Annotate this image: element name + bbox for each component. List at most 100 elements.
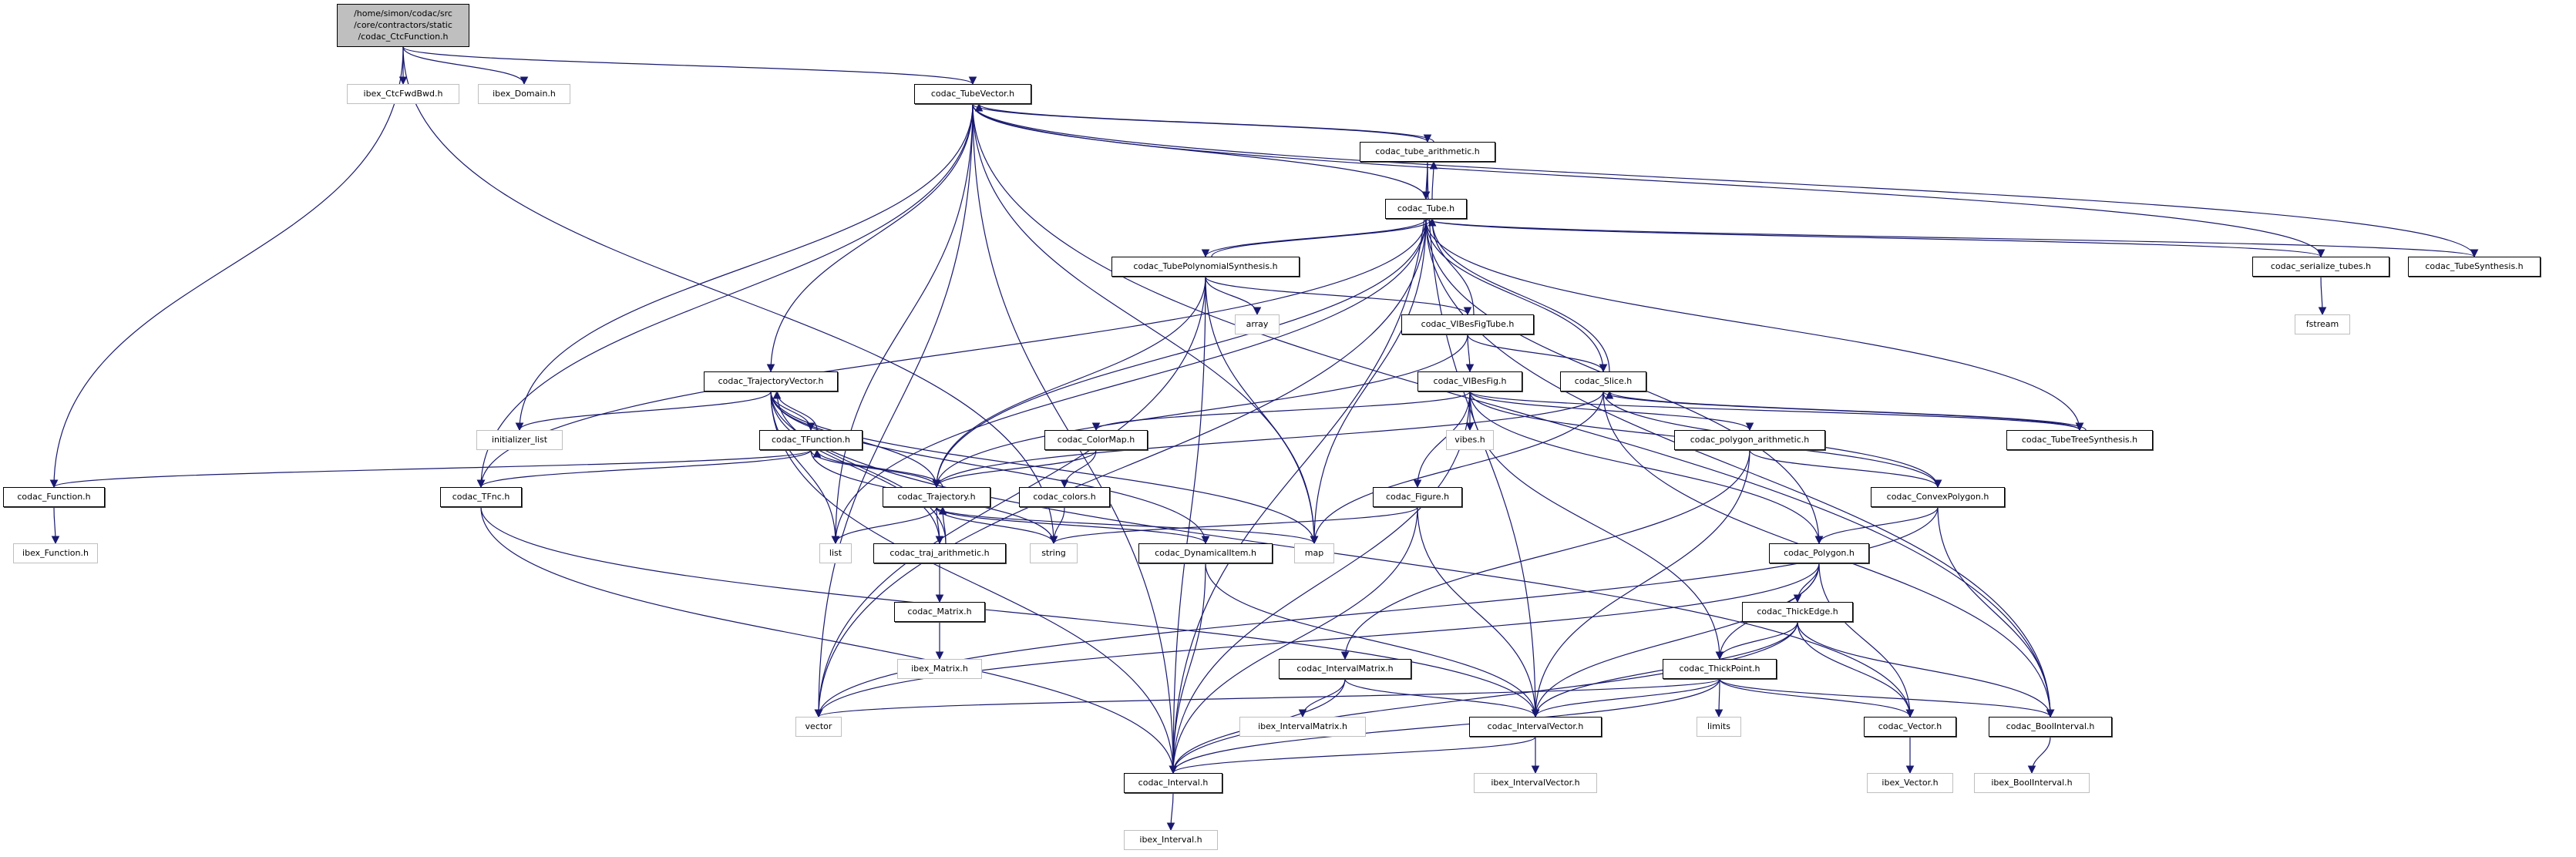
file-node-vibes: vibes.h: [1446, 430, 1494, 450]
include-edge-vibesfig-to-interval: [1169, 391, 1471, 775]
include-edge-trajectory-to-string: [936, 506, 1058, 545]
root-file-node: /home/simon/codac/src /core/contractors/…: [337, 4, 469, 47]
include-edge-tubevector-to-vector: [814, 103, 974, 718]
file-node-vibesfigtube[interactable]: codac_VIBesFigTube.h: [1401, 314, 1534, 334]
include-edge-tfunction-to-tfnc: [476, 449, 812, 489]
include-edge-dynamicalitem-to-intervalvector: [1205, 563, 1540, 718]
file-node-tubepolynomialsynthesis[interactable]: codac_TubePolynomialSynthesis.h: [1111, 257, 1300, 277]
file-node-ibex-intervalmatrix: ibex_IntervalMatrix.h: [1239, 717, 1366, 737]
include-edge-tube-to-list: [831, 218, 1427, 545]
file-node-string: string: [1030, 543, 1078, 563]
include-edge-tubevector-to-tubesynthesis: [972, 103, 2479, 258]
include-edge-tfunction-to-function: [50, 449, 812, 489]
file-node-polygon-arithmetic[interactable]: codac_polygon_arithmetic.h: [1674, 430, 1825, 450]
file-node-ibex-vector: ibex_Vector.h: [1867, 773, 1953, 793]
include-edge-tubetreesynthesis-to-slice: [1605, 390, 2087, 431]
include-edge-figure-to-intervalvector: [1417, 506, 1540, 718]
file-node-ibex-matrix: ibex_Matrix.h: [897, 659, 982, 679]
file-node-ibex-ctcfwdbwd: ibex_CtcFwdBwd.h: [347, 84, 459, 104]
file-node-intervalmatrix[interactable]: codac_IntervalMatrix.h: [1279, 659, 1411, 679]
include-edge-trajectoryvector-to-traj_arithmetic: [770, 391, 944, 545]
include-edge-colormap-to-colors: [1060, 449, 1097, 489]
file-node-fstream: fstream: [2295, 314, 2350, 334]
include-edge-trajectory-to-map: [936, 506, 1319, 545]
file-node-boolinterval[interactable]: codac_BoolInterval.h: [1989, 717, 2112, 737]
include-edge-tubevector-to-trajectoryvector: [766, 103, 974, 373]
include-edge-vibesfig-to-tubetreesynthesis: [1469, 391, 2084, 432]
include-edge-trajectoryvector-to-initializer_list: [515, 391, 772, 432]
file-node-ibex-interval: ibex_Interval.h: [1124, 830, 1218, 850]
include-edge-polygon_arithmetic-to-intervalmatrix: [1340, 449, 1750, 660]
include-edge-tube-to-map: [1310, 218, 1427, 545]
file-node-traj-arithmetic[interactable]: codac_traj_arithmetic.h: [873, 543, 1006, 563]
file-node-list: list: [819, 543, 852, 563]
file-node-tube-arithmetic[interactable]: codac_tube_arithmetic.h: [1360, 142, 1495, 162]
file-node-ibex-intervalvector: ibex_IntervalVector.h: [1474, 773, 1597, 793]
file-node-map: map: [1294, 543, 1334, 563]
include-edge-thickpoint-to-vector: [815, 678, 1720, 718]
include-edge-interval-to-ibex_interval: [1166, 792, 1175, 832]
include-edge-tube-to-tubesynthesis: [1425, 218, 2478, 258]
file-node-slice[interactable]: codac_Slice.h: [1560, 371, 1646, 392]
include-edge-polygon_arithmetic-to-intervalvector: [1531, 449, 1750, 718]
include-edge-boolinterval-to-ibex_boolinterval: [2027, 736, 2051, 775]
include-edge-tubepolynomialsynthesis-to-vector: [814, 276, 1206, 718]
file-node-thickedge[interactable]: codac_ThickEdge.h: [1742, 602, 1853, 622]
file-node-tubetreesynthesis[interactable]: codac_TubeTreeSynthesis.h: [2006, 430, 2153, 450]
file-node-polygon[interactable]: codac_Polygon.h: [1769, 543, 1869, 563]
include-edge-trajectoryvector-to-vector: [770, 391, 1915, 718]
include-edge-serialize_tubes-to-fstream: [2318, 276, 2327, 316]
include-edge-vibesfigtube-to-tube: [1428, 217, 1475, 315]
file-node-convexpolygon[interactable]: codac_ConvexPolygon.h: [1871, 487, 2005, 507]
file-node-array: array: [1235, 314, 1280, 334]
include-edge-tube-to-tube_arithmetic: [1429, 160, 1438, 200]
include-edge-trajectory-to-dynamicalitem: [936, 506, 1210, 545]
include-edge-thickedge-to-interval: [1169, 621, 1798, 775]
file-node-tube[interactable]: codac_Tube.h: [1385, 199, 1467, 219]
include-edge-polygon-to-thickedge: [1793, 563, 1820, 603]
file-node-colormap[interactable]: codac_ColorMap.h: [1044, 430, 1148, 450]
file-node-tfnc[interactable]: codac_TFnc.h: [440, 487, 522, 507]
include-edge-tube_arithmetic-to-tubevector: [974, 103, 1434, 143]
file-node-colors[interactable]: codac_colors.h: [1019, 487, 1110, 507]
include-edge-tubepolynomialsynthesis-to-interval: [1169, 276, 1206, 775]
include-edge-function-to-ibex_function: [51, 506, 60, 545]
include-edge-tube-to-vector: [814, 218, 1427, 718]
file-node-vector[interactable]: codac_Vector.h: [1864, 717, 1956, 737]
file-node-matrix[interactable]: codac_Matrix.h: [894, 602, 985, 622]
file-node-tubevector[interactable]: codac_TubeVector.h: [914, 84, 1031, 104]
include-edge-thickpoint-to-interval: [1169, 678, 1720, 775]
include-edge-tubevector-to-tfnc: [476, 103, 974, 489]
include-edge-tubevector-to-list: [831, 103, 974, 545]
file-node-tubesynthesis[interactable]: codac_TubeSynthesis.h: [2408, 257, 2541, 277]
include-edge-thickpoint-to-boolinterval: [1719, 678, 2055, 718]
file-node-function[interactable]: codac_Function.h: [3, 487, 105, 507]
file-node-vibesfig[interactable]: codac_VIBesFig.h: [1417, 371, 1522, 392]
include-edge-trajectory-to-tfunction: [812, 449, 943, 488]
include-edge-colormap-to-trajectory: [932, 449, 1097, 489]
include-edge-thickedge-to-thickpoint: [1715, 621, 1798, 660]
file-node-serialize-tubes[interactable]: codac_serialize_tubes.h: [2252, 257, 2389, 277]
file-node-intervalvector[interactable]: codac_IntervalVector.h: [1469, 717, 1602, 737]
file-node-interval[interactable]: codac_Interval.h: [1124, 773, 1222, 793]
include-edge-tubepolynomialsynthesis-to-array: [1205, 276, 1262, 316]
include-edge-tfnc-to-intervalvector: [480, 506, 1540, 718]
file-node-dynamicalitem[interactable]: codac_DynamicalItem.h: [1138, 543, 1273, 563]
include-edge-trajectory-to-list: [831, 506, 937, 545]
include-edge-tubevector-to-initializer_list: [515, 103, 974, 432]
file-node-ibex-boolinterval: ibex_BoolInterval.h: [1974, 773, 2090, 793]
file-node-trajectory[interactable]: codac_Trajectory.h: [883, 487, 990, 507]
file-node-thickpoint[interactable]: codac_ThickPoint.h: [1663, 659, 1777, 679]
file-node-trajectoryvector[interactable]: codac_TrajectoryVector.h: [704, 371, 838, 392]
include-edge-trajectoryvector-to-map: [770, 391, 1319, 545]
include-edge-convexpolygon-to-boolinterval: [1937, 506, 2055, 718]
include-edge-trajectoryvector-to-dynamicalitem: [770, 391, 1210, 545]
include-edge-colors-to-string: [1049, 506, 1065, 545]
include-edge-polygon_arithmetic-to-convexpolygon: [1749, 449, 1942, 489]
include-edge-figure-to-interval: [1169, 506, 1418, 775]
file-node-tfunction[interactable]: codac_TFunction.h: [759, 430, 863, 450]
include-edge-tube_arithmetic-to-interval: [1169, 161, 1428, 775]
include-edge-polygon-to-vector: [814, 563, 1820, 718]
include-edge-vibesfig-to-polygon_arithmetic: [1469, 391, 1754, 432]
file-node-figure[interactable]: codac_Figure.h: [1373, 487, 1462, 507]
